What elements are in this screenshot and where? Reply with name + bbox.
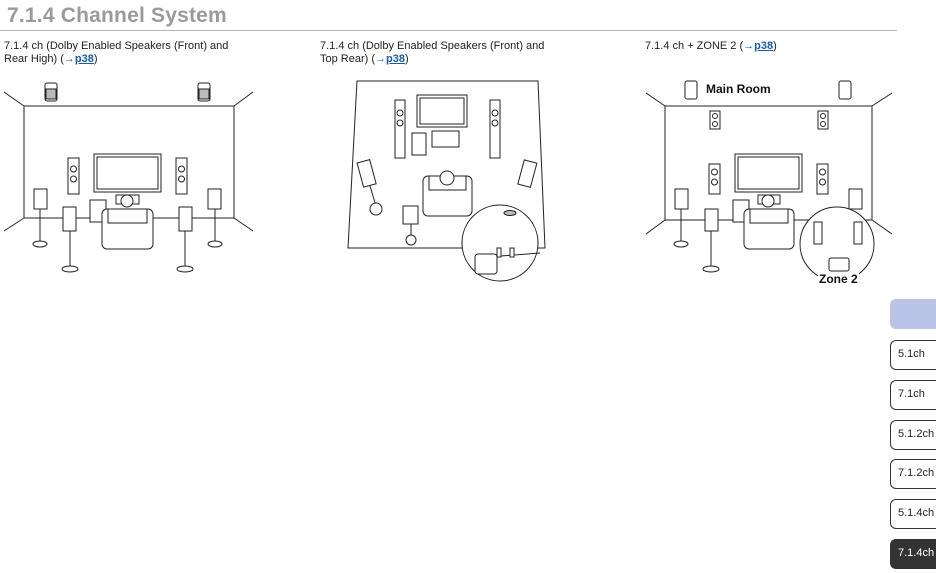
- speaker-icon: [673, 163, 863, 273]
- tv-icon: [416, 94, 468, 128]
- tab-5-1ch[interactable]: 5.1ch: [890, 340, 936, 370]
- caption-3-line1: 7.1.4 ch + ZONE 2 (: [645, 40, 744, 52]
- page-title: 7.1.4 Channel System: [7, 4, 227, 27]
- page-link-p38[interactable]: p38: [754, 40, 774, 52]
- caption-3: 7.1.4 ch + ZONE 2 (→p38): [645, 40, 777, 52]
- caption-2-line1: 7.1.4 ch (Dolby Enabled Speakers (Front)…: [320, 40, 545, 52]
- speaker-icon: [356, 99, 538, 246]
- sofa-icon: [101, 194, 154, 250]
- caption-2: 7.1.4 ch (Dolby Enabled Speakers (Front)…: [320, 40, 545, 65]
- tab-7-1-4ch[interactable]: 7.1.4ch: [890, 539, 936, 569]
- title-divider: [0, 30, 897, 31]
- caption-1-line2: Rear High) (: [4, 53, 64, 65]
- sofa-icon: [743, 194, 795, 250]
- tab-blank[interactable]: [890, 299, 936, 329]
- main-room-label: Main Room: [706, 82, 771, 96]
- speaker-icon: [684, 80, 852, 130]
- tab-5-1-4ch[interactable]: 5.1.4ch: [890, 499, 936, 529]
- caption-1-line1: 7.1.4 ch (Dolby Enabled Speakers (Front)…: [4, 40, 229, 52]
- arrow-icon: →: [375, 53, 387, 65]
- page-link-p38[interactable]: p38: [386, 53, 405, 65]
- figure-rear-high-layout: [0, 76, 260, 281]
- sofa-icon: [422, 170, 473, 217]
- page-link-p38[interactable]: p38: [74, 53, 94, 65]
- speaker-icon: [44, 82, 211, 102]
- zone-2-label: Zone 2: [818, 272, 859, 286]
- tv-icon: [734, 153, 803, 193]
- figure-top-rear-layout: [345, 78, 546, 283]
- tv-icon: [93, 153, 162, 193]
- arrow-icon: →: [63, 53, 75, 65]
- arrow-icon: →: [743, 40, 755, 52]
- caption-2-line2: Top Rear) (: [320, 53, 376, 65]
- caption-1: 7.1.4 ch (Dolby Enabled Speakers (Front)…: [4, 40, 229, 65]
- tab-5-1-2ch[interactable]: 5.1.2ch: [890, 420, 936, 450]
- tab-7-1-2ch[interactable]: 7.1.2ch: [890, 459, 936, 489]
- zoom-inset-icon: [799, 206, 875, 282]
- tab-7-1ch[interactable]: 7.1ch: [890, 380, 936, 410]
- zoom-inset-icon: [461, 204, 541, 282]
- figure-zone2-layout: Main Room Zone 2: [640, 76, 900, 286]
- speaker-icon: [32, 188, 223, 273]
